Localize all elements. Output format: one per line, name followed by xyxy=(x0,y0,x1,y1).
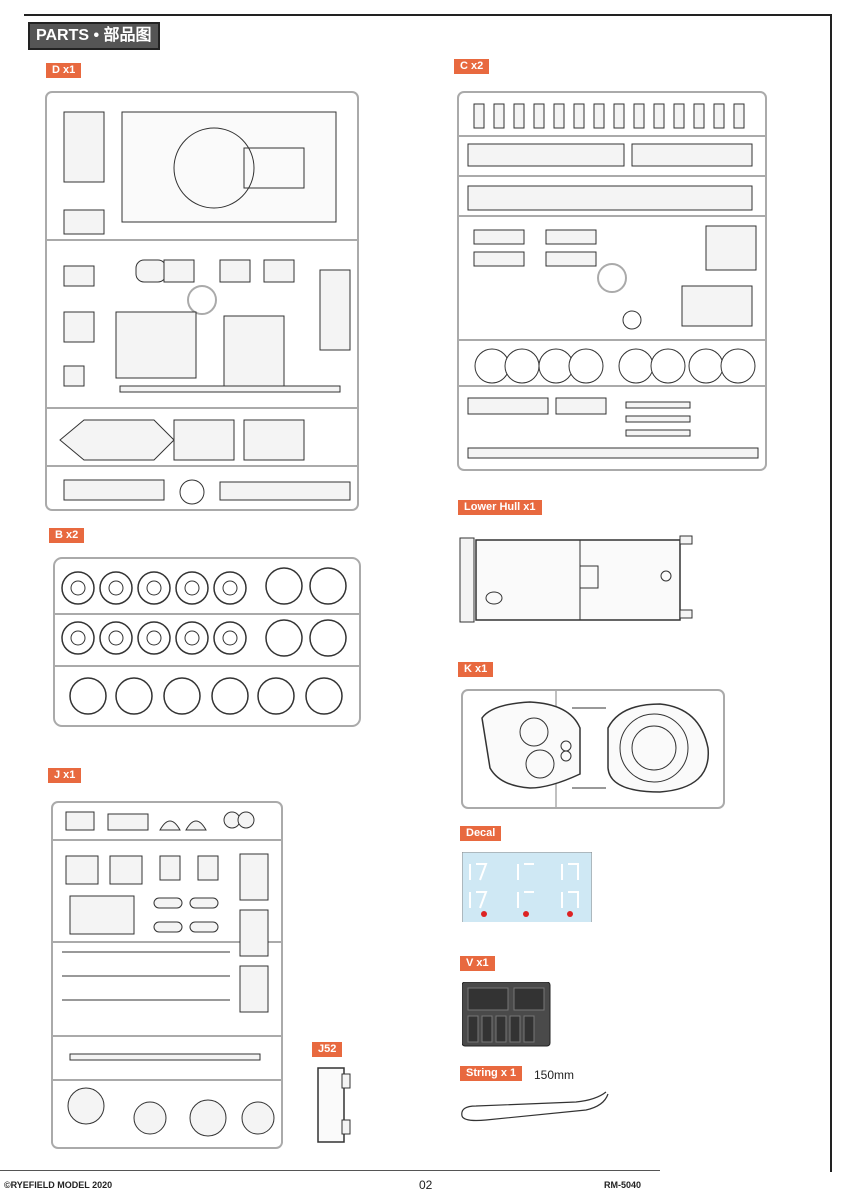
part-j52-drawing xyxy=(317,1067,351,1143)
sprue-label-k: K x1 xyxy=(458,662,494,677)
sprue-d-drawing xyxy=(45,91,359,511)
sprue-label-j: J x1 xyxy=(48,768,82,783)
part-label-string: String x 1 xyxy=(460,1066,523,1081)
sprue-label-lower-hull: Lower Hull x1 xyxy=(458,500,542,515)
page-title: PARTS • 部品图 xyxy=(28,22,160,50)
sprue-j-drawing xyxy=(51,801,283,1149)
string-drawing xyxy=(461,1091,609,1122)
part-label-j52: J52 xyxy=(312,1042,343,1057)
decal-sheet xyxy=(462,852,592,930)
sprue-label-b: B x2 xyxy=(49,528,85,543)
page-frame-top xyxy=(24,14,832,16)
sprue-k-drawing xyxy=(461,689,725,809)
copyright: ©RYEFIELD MODEL 2020 xyxy=(4,1180,113,1190)
lower-hull-drawing xyxy=(459,535,693,623)
page-frame-right xyxy=(830,14,832,1172)
sprue-label-d: D x1 xyxy=(46,63,82,78)
photo-etch-v xyxy=(462,982,551,1047)
page-frame-bottom xyxy=(0,1170,660,1171)
sprue-label-v: V x1 xyxy=(460,956,495,971)
sprue-c-drawing xyxy=(457,91,767,471)
page-number: 02 xyxy=(419,1178,433,1192)
string-length: 150mm xyxy=(534,1068,575,1082)
product-code: RM-5040 xyxy=(604,1180,642,1190)
sprue-b-drawing xyxy=(53,557,361,727)
sprue-label-c: C x2 xyxy=(454,59,490,74)
sprue-label-decal: Decal xyxy=(460,826,502,841)
